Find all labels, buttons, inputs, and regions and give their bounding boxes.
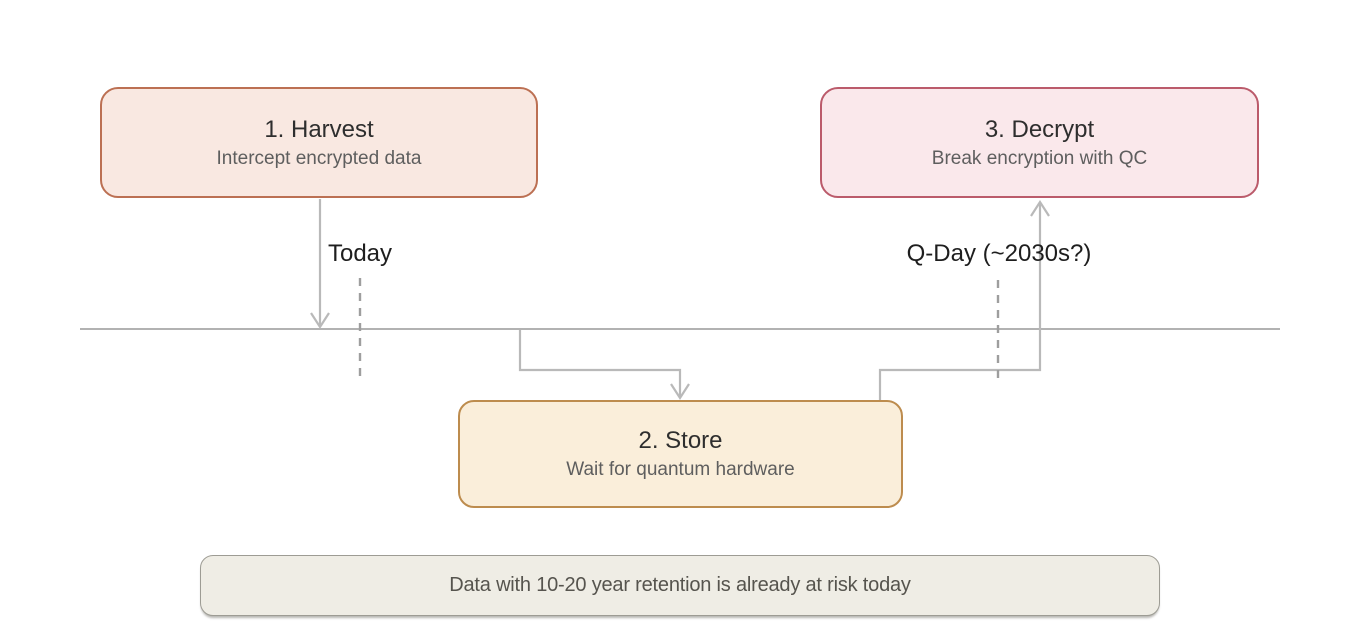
harvest-subtitle: Intercept encrypted data xyxy=(216,147,422,169)
note-box: Data with 10-20 year retention is alread… xyxy=(200,555,1160,616)
harvest-title: 1. Harvest xyxy=(264,115,374,143)
node-decrypt: 3. Decrypt Break encryption with QC xyxy=(820,87,1259,198)
decrypt-connector-line xyxy=(878,203,1042,400)
decrypt-arrowhead-icon xyxy=(1030,199,1050,217)
qday-label: Q-Day (~2030s?) xyxy=(906,240,1092,267)
harvest-arrowhead-icon xyxy=(310,312,330,330)
store-connector-line xyxy=(518,330,682,396)
store-subtitle: Wait for quantum hardware xyxy=(566,459,795,480)
node-harvest: 1. Harvest Intercept encrypted data xyxy=(100,87,538,198)
note-text: Data with 10-20 year retention is alread… xyxy=(449,574,911,596)
decrypt-title: 3. Decrypt xyxy=(984,115,1095,143)
today-label: Today xyxy=(327,240,393,267)
store-arrowhead-icon xyxy=(670,383,690,401)
decrypt-subtitle: Break encryption with QC xyxy=(931,147,1148,169)
node-store: 2. Store Wait for quantum hardware xyxy=(458,400,903,508)
store-title: 2. Store xyxy=(638,427,723,454)
